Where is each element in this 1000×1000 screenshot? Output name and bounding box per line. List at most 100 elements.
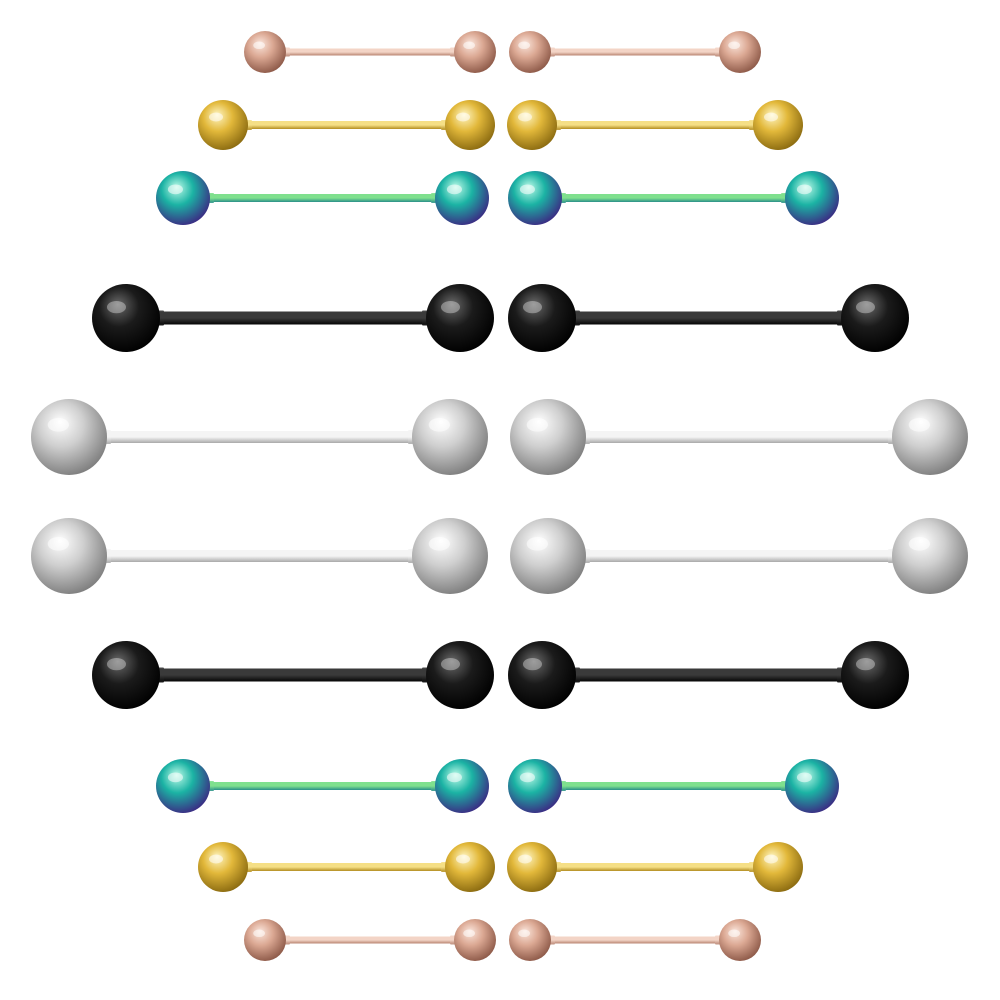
- barbell-rose-gold: [509, 919, 761, 961]
- ball-highlight: [463, 929, 475, 938]
- barbell-bar: [69, 550, 450, 562]
- barbell-right-ball: [785, 171, 839, 225]
- ball-highlight: [446, 772, 462, 783]
- barbell-left-ball: [198, 842, 248, 892]
- barbell-right-ball: [426, 284, 494, 352]
- barbell-bar: [542, 311, 875, 325]
- barbell-rainbow: [156, 171, 489, 225]
- barbell-bar: [535, 194, 812, 202]
- barbell-right-ball: [412, 518, 488, 594]
- barbell-black: [92, 641, 494, 709]
- barbell-bar: [532, 863, 778, 871]
- ball-highlight: [728, 41, 740, 50]
- barbell-bar: [532, 121, 778, 129]
- ball-highlight: [526, 537, 548, 551]
- barbell-rainbow: [508, 171, 839, 225]
- ball-highlight: [428, 418, 450, 432]
- ball-highlight: [519, 772, 535, 783]
- barbell-right-ball: [435, 759, 489, 813]
- barbell-left-ball: [92, 641, 160, 709]
- barbell-right-ball: [445, 100, 495, 150]
- barbell-left-ball: [509, 31, 551, 73]
- barbell-black: [508, 641, 909, 709]
- ball-highlight: [908, 537, 930, 551]
- ball-highlight: [253, 41, 265, 50]
- ball-highlight: [428, 537, 450, 551]
- ball-highlight: [518, 854, 532, 864]
- barbell-right-ball: [426, 641, 494, 709]
- ball-highlight: [440, 658, 461, 671]
- barbell-right-ball: [785, 759, 839, 813]
- barbell-right-ball: [719, 919, 761, 961]
- barbell-bar: [183, 194, 462, 202]
- ball-highlight: [440, 301, 461, 314]
- barbell-left-ball: [156, 759, 210, 813]
- ball-highlight: [209, 112, 223, 122]
- barbell-bar: [548, 550, 930, 562]
- barbell-left-ball: [507, 100, 557, 150]
- barbell-bar: [223, 121, 470, 129]
- ball-highlight: [522, 658, 542, 671]
- barbell-rose-gold: [244, 919, 496, 961]
- ball-highlight: [47, 537, 69, 551]
- barbell-bar: [126, 311, 460, 325]
- ball-highlight: [446, 184, 462, 195]
- ball-highlight: [253, 929, 265, 938]
- barbell-right-ball: [412, 399, 488, 475]
- barbell-bar: [542, 668, 875, 682]
- ball-highlight: [456, 112, 470, 122]
- barbell-black: [508, 284, 909, 352]
- barbell-bar: [535, 782, 812, 790]
- ball-highlight: [167, 184, 183, 195]
- ball-highlight: [456, 854, 470, 864]
- barbell-bar: [183, 782, 462, 790]
- ball-highlight: [47, 418, 69, 432]
- barbell-silver: [510, 518, 968, 594]
- barbell-black: [92, 284, 494, 352]
- barbell-grid: [31, 31, 968, 961]
- barbell-left-ball: [198, 100, 248, 150]
- barbell-gold: [198, 842, 495, 892]
- ball-highlight: [908, 418, 930, 432]
- barbell-left-ball: [509, 919, 551, 961]
- barbell-left-ball: [510, 518, 586, 594]
- barbell-left-ball: [156, 171, 210, 225]
- barbell-right-ball: [841, 284, 909, 352]
- ball-highlight: [209, 854, 223, 864]
- ball-highlight: [855, 301, 875, 314]
- ball-highlight: [518, 41, 530, 50]
- barbell-right-ball: [892, 399, 968, 475]
- barbell-right-ball: [435, 171, 489, 225]
- ball-highlight: [106, 301, 127, 314]
- barbell-rose-gold: [509, 31, 761, 73]
- barbell-right-ball: [841, 641, 909, 709]
- barbell-left-ball: [31, 399, 107, 475]
- ball-highlight: [855, 658, 875, 671]
- barbell-bar: [223, 863, 470, 871]
- barbell-right-ball: [454, 919, 496, 961]
- ball-highlight: [106, 658, 127, 671]
- barbell-rose-gold: [244, 31, 496, 73]
- ball-highlight: [764, 854, 778, 864]
- barbell-left-ball: [508, 171, 562, 225]
- barbell-right-ball: [445, 842, 495, 892]
- barbell-gold: [507, 842, 803, 892]
- barbell-right-ball: [892, 518, 968, 594]
- barbell-left-ball: [508, 759, 562, 813]
- barbell-left-ball: [508, 641, 576, 709]
- barbell-silver: [31, 399, 488, 475]
- ball-highlight: [463, 41, 475, 50]
- barbell-left-ball: [508, 284, 576, 352]
- barbell-bar: [265, 936, 475, 944]
- barbell-bar: [548, 431, 930, 443]
- ball-highlight: [764, 112, 778, 122]
- barbell-left-ball: [92, 284, 160, 352]
- barbell-left-ball: [507, 842, 557, 892]
- barbell-left-ball: [244, 919, 286, 961]
- barbell-bar: [530, 48, 740, 56]
- barbell-right-ball: [753, 100, 803, 150]
- barbell-left-ball: [244, 31, 286, 73]
- ball-highlight: [522, 301, 542, 314]
